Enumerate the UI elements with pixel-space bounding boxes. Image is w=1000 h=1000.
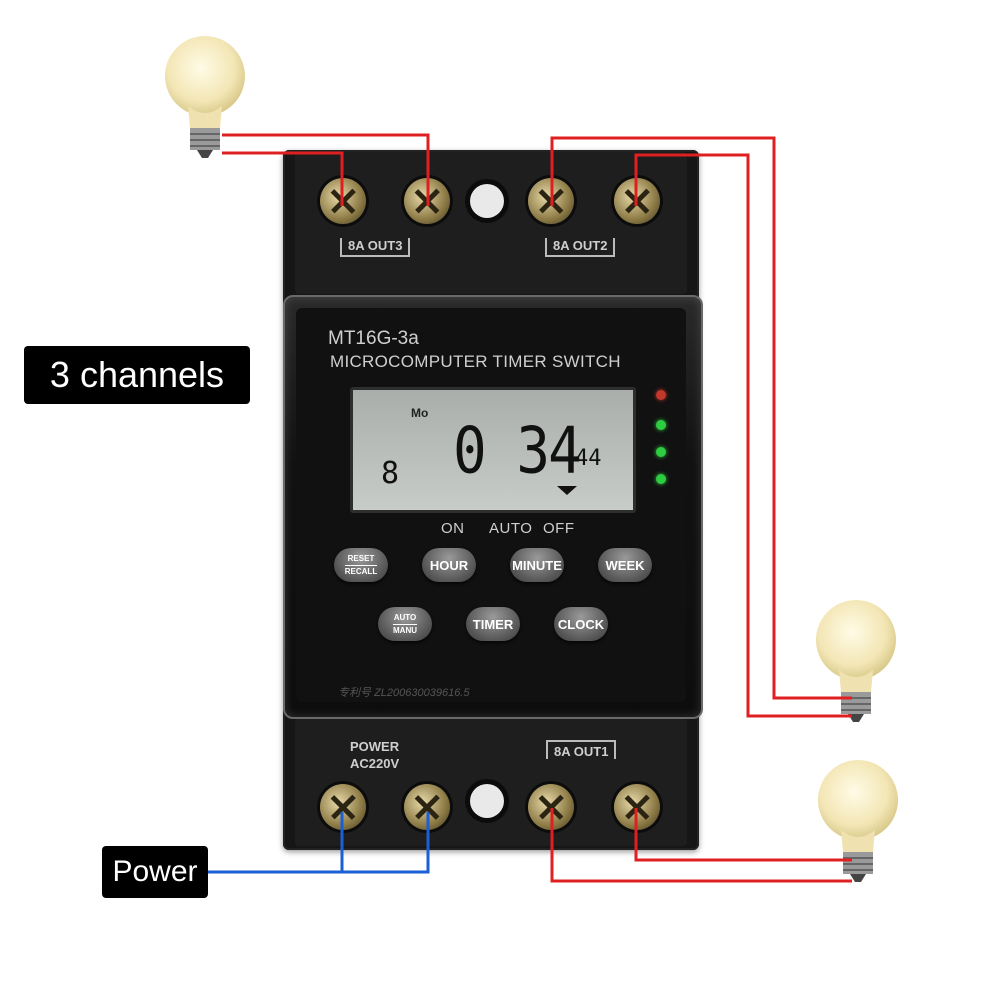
lcd-seconds: 44: [575, 446, 602, 471]
model-number: MT16G-3a: [328, 328, 419, 349]
mode-label-auto: AUTO: [489, 520, 533, 537]
lcd-display: Mo 0 34 44 8: [350, 387, 636, 513]
serial-number: 专利号 ZL200630039616.5: [338, 684, 470, 700]
light-bulb-icon: [165, 36, 245, 158]
mode-label-off: OFF: [543, 520, 575, 537]
auto-label: AUTO: [393, 613, 417, 625]
led-indicator-icon: [656, 474, 666, 484]
power-label-line1: POWER: [350, 739, 400, 754]
reset-label: RESET: [344, 554, 378, 566]
screw-terminal-icon[interactable]: [528, 178, 574, 224]
mounting-hole-icon: [470, 784, 504, 818]
lcd-day: Mo: [411, 406, 429, 420]
week-button[interactable]: WEEK: [598, 548, 652, 582]
mode-label-on: ON: [441, 520, 465, 537]
light-bulb-icon: [818, 760, 898, 882]
serial-prefix: 专利号: [338, 687, 371, 699]
power-label: POWER AC220V: [350, 738, 399, 772]
power-annotation: Power: [102, 846, 208, 898]
out1-label: 8A OUT1: [546, 740, 617, 759]
screw-terminal-icon[interactable]: [614, 784, 660, 830]
out2-label: 8A OUT2: [545, 238, 616, 257]
led-indicator-icon: [656, 447, 666, 457]
clock-button[interactable]: CLOCK: [554, 607, 608, 641]
screw-terminal-icon[interactable]: [614, 178, 660, 224]
minute-button[interactable]: MINUTE: [510, 548, 564, 582]
top-terminal-block: [295, 152, 687, 294]
hour-button[interactable]: HOUR: [422, 548, 476, 582]
led-indicator-icon: [656, 390, 666, 400]
screw-terminal-icon[interactable]: [404, 784, 450, 830]
screw-terminal-icon[interactable]: [404, 178, 450, 224]
screw-terminal-icon[interactable]: [320, 784, 366, 830]
recall-label: RECALL: [344, 566, 378, 576]
lcd-pointer-icon: [557, 486, 577, 495]
serial-value: ZL200630039616.5: [374, 687, 470, 699]
device-subtitle: MICROCOMPUTER TIMER SWITCH: [330, 352, 621, 371]
lcd-program-number: 8: [381, 456, 400, 491]
screw-terminal-icon[interactable]: [528, 784, 574, 830]
lcd-time: 0 34: [453, 414, 582, 489]
power-label-line2: AC220V: [350, 756, 400, 771]
light-bulb-icon: [816, 600, 896, 722]
manu-label: MANU: [393, 625, 417, 635]
led-indicator-icon: [656, 420, 666, 430]
timer-button[interactable]: TIMER: [466, 607, 520, 641]
screw-terminal-icon[interactable]: [320, 178, 366, 224]
channels-annotation: 3 channels: [24, 346, 250, 404]
mounting-hole-icon: [470, 184, 504, 218]
out3-label: 8A OUT3: [340, 238, 411, 257]
